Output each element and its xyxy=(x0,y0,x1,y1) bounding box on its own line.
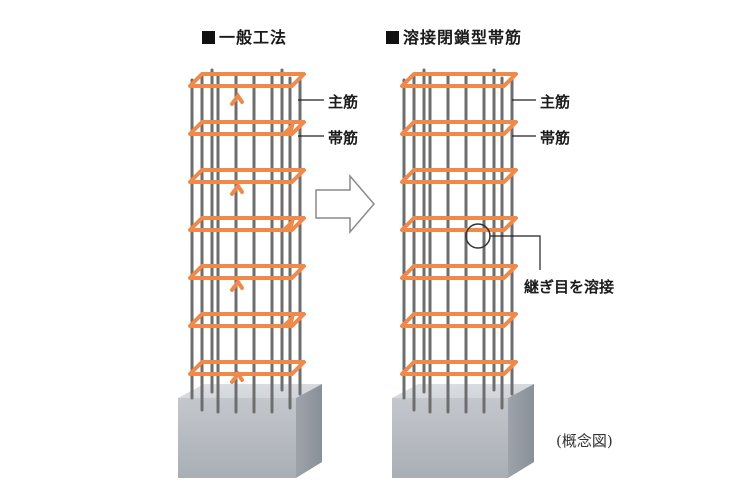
left-concrete-base xyxy=(178,384,322,478)
left-column xyxy=(178,68,322,478)
right-main-bar-label: 主筋 xyxy=(540,93,571,111)
transition-arrow xyxy=(315,173,375,235)
right-heading-text: 溶接閉鎖型帯筋 xyxy=(403,28,523,47)
left-main-bar-label: 主筋 xyxy=(328,93,359,111)
right-heading: 溶接閉鎖型帯筋 xyxy=(386,24,522,48)
leader-lines xyxy=(298,99,541,270)
left-hoop-hooks xyxy=(230,92,296,384)
left-hoop-group xyxy=(188,72,306,376)
square-bullet-icon xyxy=(386,31,399,44)
right-column xyxy=(392,68,534,478)
left-hoop-label: 帯筋 xyxy=(328,129,359,147)
right-hoop-label: 帯筋 xyxy=(540,129,571,147)
weld-label: 継ぎ目を溶接 xyxy=(524,278,615,296)
diagram-caption: (概念図) xyxy=(556,432,613,450)
right-hoop-group xyxy=(400,72,518,376)
weld-highlight-circle xyxy=(465,223,491,249)
right-concrete-base xyxy=(392,384,534,478)
left-heading: 一般工法 xyxy=(202,24,287,48)
left-heading-text: 一般工法 xyxy=(219,28,288,47)
square-bullet-icon xyxy=(202,31,215,44)
